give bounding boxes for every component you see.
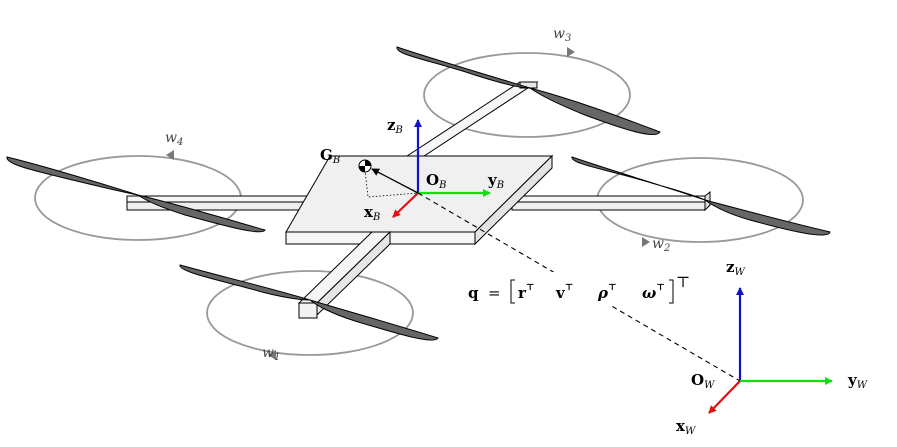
equation-equals: =: [488, 284, 501, 302]
spin-circle-1: [206, 270, 414, 356]
body-right-face: [474, 154, 553, 246]
rotor-label-w3: w3: [553, 26, 571, 44]
label-body-y: yB: [487, 171, 504, 191]
equation-term-rho: ρ⊤: [597, 283, 617, 302]
arm-right-front: [511, 201, 706, 211]
com-dotted-guide: [364, 169, 419, 198]
state-equation: q = r⊤ v⊤ ρ⊤ ω⊤ ⊤: [468, 273, 690, 304]
arm-back-top: [399, 81, 539, 161]
label-world-origin: OW: [691, 371, 715, 391]
propellers: [6, 46, 831, 341]
equation-outer-transpose: ⊤: [676, 273, 690, 291]
equation-left-bracket: [510, 279, 515, 304]
spin-circles: [34, 52, 804, 356]
propeller-4: [6, 156, 266, 233]
position-dashed-line: [417, 192, 741, 382]
label-world-z: zW: [726, 258, 746, 278]
com-vector: [371, 168, 419, 194]
equation-right-bracket: [669, 279, 674, 304]
label-com: GB: [320, 146, 340, 166]
arm-front: [297, 230, 392, 319]
arrowhead-icon: [166, 150, 174, 160]
arrowhead-icon: [268, 350, 276, 360]
label-body-origin: OB: [426, 171, 446, 191]
propeller-3: [396, 46, 661, 136]
equation-backing: [462, 272, 692, 306]
propeller-1: [179, 264, 439, 341]
world-x-axis: [708, 380, 741, 414]
label-world-x: xW: [676, 417, 696, 437]
body-x-axis: [392, 192, 419, 218]
rotation-arrowheads: [166, 47, 650, 360]
body-frame: [358, 119, 491, 218]
arrowhead-icon: [642, 237, 650, 247]
world-frame: [708, 287, 833, 414]
label-body-z: zB: [387, 116, 403, 136]
equation-term-r: r⊤: [518, 283, 535, 302]
propeller-2: [571, 156, 831, 236]
equation-term-v: v⊤: [555, 283, 573, 302]
rotor-label-w2: w2: [652, 236, 670, 254]
rotor-label-w1: w1: [262, 345, 280, 363]
label-world-y: yW: [847, 371, 868, 391]
equation-term-omega: ω⊤: [642, 283, 665, 302]
com-checker-icon: [358, 159, 372, 173]
label-body-x: xB: [364, 203, 380, 223]
arm-right-top: [511, 195, 706, 203]
equation-lhs: q: [468, 284, 479, 302]
rotor-label-w4: w4: [165, 130, 183, 148]
spin-circle-3: [423, 52, 631, 138]
arrowhead-icon: [567, 47, 575, 57]
arm-front-end: [298, 302, 318, 319]
